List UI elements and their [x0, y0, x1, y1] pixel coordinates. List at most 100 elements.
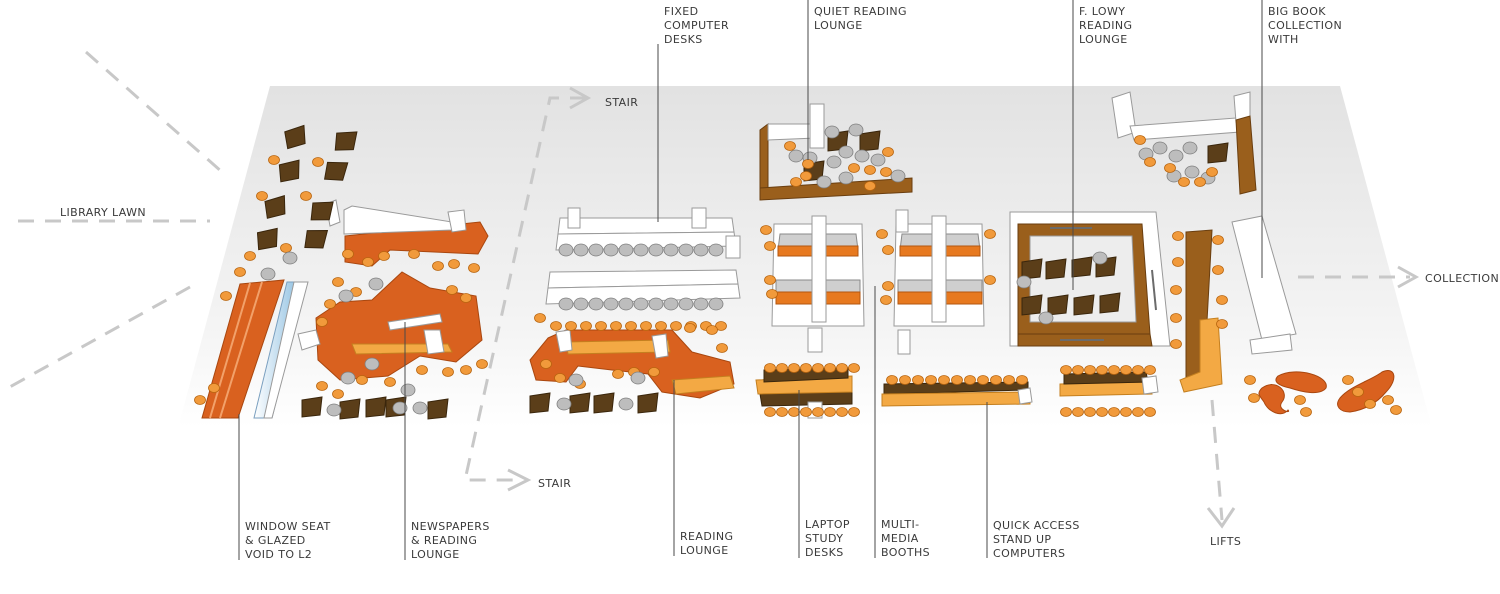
lounge-chair — [1021, 258, 1043, 280]
grey-stool — [338, 289, 354, 303]
orange-stool — [610, 321, 622, 331]
lounge-chair — [1047, 294, 1069, 316]
orange-stool — [268, 155, 280, 165]
grey-stool — [364, 357, 380, 371]
fixed-computer-desks-zone — [545, 207, 741, 305]
lounge-chair — [1045, 258, 1067, 280]
orange-stool — [800, 407, 812, 417]
orange-stool — [716, 343, 728, 353]
orange-stool — [342, 249, 354, 259]
orange-stool — [790, 177, 802, 187]
grey-stool — [693, 297, 709, 311]
orange-stool — [864, 181, 876, 191]
orange-stool — [1212, 265, 1224, 275]
orange-stool — [1172, 231, 1184, 241]
grey-stool — [618, 243, 634, 257]
lounge-chair — [859, 130, 881, 152]
orange-stool — [951, 375, 963, 385]
orange-stool — [362, 257, 374, 267]
label-fixed-computer-desks: FIXED COMPUTER DESKS — [664, 5, 733, 46]
grey-stool — [788, 149, 804, 163]
lounge-chair — [301, 396, 323, 418]
orange-stool — [788, 363, 800, 373]
orange-stool — [1108, 407, 1120, 417]
label-laptop-study-desks: LAPTOP STUDY DESKS — [805, 518, 854, 559]
orange-stool — [1084, 365, 1096, 375]
orange-stool — [640, 321, 652, 331]
orange-stool — [766, 289, 778, 299]
grey-stool — [708, 297, 724, 311]
lounge-chair — [256, 227, 278, 251]
grey-stool — [573, 243, 589, 257]
orange-stool — [316, 381, 328, 391]
label-library-lawn: LIBRARY LAWN — [60, 206, 146, 219]
orange-stool — [802, 159, 814, 169]
orange-stool — [1132, 365, 1144, 375]
orange-stool — [324, 299, 336, 309]
orange-stool — [1108, 365, 1120, 375]
orange-stool — [1096, 365, 1108, 375]
grey-stool — [326, 403, 342, 417]
grey-stool — [282, 251, 298, 265]
orange-stool — [234, 267, 246, 277]
orange-stool — [788, 407, 800, 417]
lounge-chair — [1021, 294, 1043, 316]
orange-stool — [316, 317, 328, 327]
orange-stool — [848, 163, 860, 173]
orange-stool — [448, 259, 460, 269]
grey-stool — [1092, 251, 1108, 265]
orange-stool — [848, 363, 860, 373]
orange-stool — [836, 407, 848, 417]
orange-stool — [1248, 393, 1260, 403]
orange-stool — [468, 263, 480, 273]
orange-stool — [1300, 407, 1312, 417]
grey-stool — [870, 153, 886, 167]
grey-stool — [648, 243, 664, 257]
orange-stool — [408, 249, 420, 259]
grey-stool — [816, 175, 832, 189]
orange-stool — [715, 321, 727, 331]
orange-stool — [1072, 407, 1084, 417]
grey-stool — [603, 243, 619, 257]
orange-stool — [824, 407, 836, 417]
label-f-lowy-reading-lounge: F. LOWY READING LOUNGE — [1079, 5, 1136, 46]
orange-stool — [812, 407, 824, 417]
orange-stool — [460, 365, 472, 375]
orange-stool — [1172, 257, 1184, 267]
grey-stool — [824, 125, 840, 139]
orange-stool — [1144, 407, 1156, 417]
orange-stool — [1170, 313, 1182, 323]
lounge-chair — [339, 398, 361, 420]
grey-stool — [412, 401, 428, 415]
orange-stool — [1170, 285, 1182, 295]
orange-stool — [1144, 365, 1156, 375]
orange-stool — [880, 167, 892, 177]
lounge-chair — [427, 398, 449, 420]
orange-stool — [684, 323, 696, 333]
orange-stool — [836, 363, 848, 373]
orange-stool — [764, 363, 776, 373]
lounge-chair — [1073, 294, 1095, 316]
label-quick-access-computers: QUICK ACCESS STAND UP COMPUTERS — [993, 519, 1084, 560]
orange-stool — [800, 171, 812, 181]
grey-stool — [848, 123, 864, 137]
grey-stool — [1182, 141, 1198, 155]
orange-stool — [244, 251, 256, 261]
label-multi-media-booths: MULTI- MEDIA BOOTHS — [881, 518, 930, 559]
orange-stool — [776, 407, 788, 417]
orange-stool — [784, 141, 796, 151]
orange-stool — [1216, 295, 1228, 305]
orange-stool — [280, 243, 292, 253]
orange-stool — [1016, 375, 1028, 385]
orange-stool — [880, 295, 892, 305]
orange-stool — [625, 321, 637, 331]
grey-stool — [826, 155, 842, 169]
label-collection: COLLECTION — [1425, 272, 1499, 285]
orange-stool — [442, 367, 454, 377]
lounge-chair — [284, 124, 306, 150]
grey-stool — [630, 371, 646, 385]
grey-stool — [678, 243, 694, 257]
quick-access-zone — [881, 381, 1033, 407]
orange-stool — [194, 395, 206, 405]
grey-stool — [588, 297, 604, 311]
